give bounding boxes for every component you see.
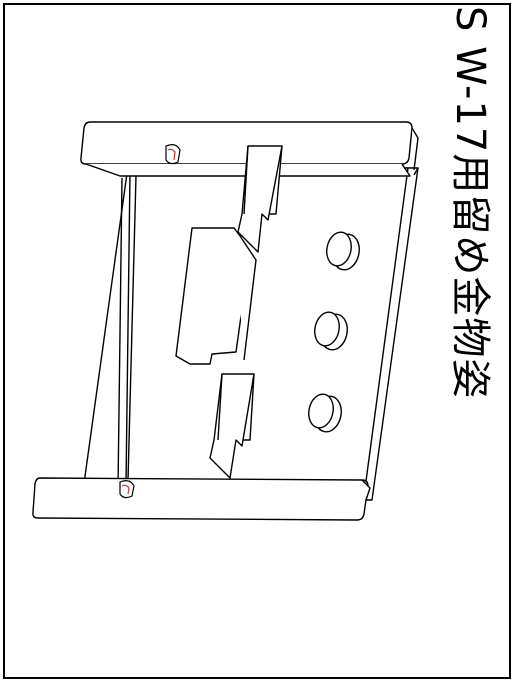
back-plate — [81, 165, 419, 501]
sheet-border — [3, 3, 511, 679]
slot-details — [119, 144, 181, 499]
bottom-flange — [32, 477, 371, 521]
lower-tab — [209, 373, 255, 479]
upper-tab — [237, 145, 283, 253]
center-plate — [175, 227, 257, 365]
title-box: S W-17用留め金物姿 — [440, 6, 500, 476]
drawing-title: S W-17用留め金物姿 — [447, 6, 493, 400]
round-bosses — [308, 231, 360, 433]
